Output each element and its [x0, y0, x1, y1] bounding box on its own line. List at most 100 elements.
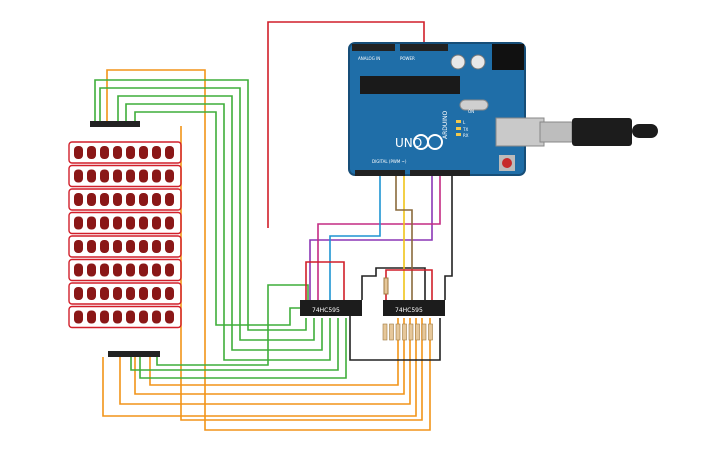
- resistor[interactable]: [389, 323, 394, 341]
- matrix-row-wire[interactable]: [68, 141, 182, 164]
- led[interactable]: [152, 169, 161, 183]
- led[interactable]: [74, 216, 83, 230]
- led[interactable]: [100, 193, 109, 206]
- reset-button[interactable]: [502, 158, 512, 168]
- led[interactable]: [113, 146, 122, 159]
- header-analog[interactable]: [352, 44, 395, 51]
- arduino-uno-board[interactable]: UNO ARDUINO POWER ANALOG IN DIGITAL (PWM…: [348, 42, 545, 176]
- wire-17[interactable]: [361, 267, 426, 300]
- shift-register-1[interactable]: 74HC595: [300, 300, 362, 316]
- wire-3[interactable]: [119, 318, 411, 405]
- led[interactable]: [113, 193, 122, 206]
- resistor[interactable]: [408, 323, 414, 341]
- wire-8[interactable]: [99, 87, 315, 341]
- usb-port[interactable]: [495, 117, 545, 147]
- led[interactable]: [165, 146, 174, 159]
- led[interactable]: [87, 263, 96, 277]
- led[interactable]: [87, 216, 96, 230]
- resistor[interactable]: [415, 323, 420, 341]
- matrix-row-wire[interactable]: [68, 164, 182, 188]
- led-matrix[interactable]: [68, 141, 182, 329]
- wire-20[interactable]: [329, 174, 381, 300]
- led[interactable]: [87, 240, 96, 253]
- led[interactable]: [139, 263, 148, 277]
- resistor[interactable]: [421, 323, 427, 341]
- led[interactable]: [165, 169, 174, 183]
- led[interactable]: [126, 146, 135, 159]
- led[interactable]: [87, 193, 96, 206]
- led[interactable]: [165, 193, 174, 206]
- resistor[interactable]: [402, 323, 407, 341]
- led[interactable]: [113, 287, 122, 300]
- led[interactable]: [74, 169, 83, 183]
- led[interactable]: [100, 240, 109, 253]
- led[interactable]: [139, 310, 148, 324]
- led[interactable]: [87, 169, 96, 183]
- led[interactable]: [74, 263, 83, 277]
- led[interactable]: [139, 240, 148, 253]
- matrix-header-top[interactable]: [90, 121, 140, 127]
- led[interactable]: [87, 146, 96, 159]
- led[interactable]: [126, 216, 135, 230]
- led[interactable]: [126, 310, 135, 324]
- led[interactable]: [165, 310, 174, 324]
- led[interactable]: [126, 263, 135, 277]
- led[interactable]: [139, 146, 148, 159]
- wire-4[interactable]: [134, 318, 405, 395]
- wire-1[interactable]: [106, 69, 431, 431]
- led[interactable]: [100, 146, 109, 159]
- matrix-row-wire[interactable]: [68, 235, 182, 258]
- matrix-row-wire[interactable]: [68, 211, 182, 235]
- led[interactable]: [152, 287, 161, 300]
- led[interactable]: [126, 240, 135, 253]
- matrix-row-wire[interactable]: [68, 258, 182, 282]
- led[interactable]: [165, 263, 174, 277]
- power-jack[interactable]: [492, 44, 524, 70]
- led[interactable]: [113, 263, 122, 277]
- resistor-array[interactable]: [382, 277, 433, 341]
- wire-10[interactable]: [125, 103, 331, 361]
- matrix-header-bottom[interactable]: [108, 351, 160, 357]
- led[interactable]: [87, 310, 96, 324]
- wire-19[interactable]: [317, 174, 441, 300]
- led[interactable]: [113, 169, 122, 183]
- wire-16[interactable]: [444, 174, 453, 300]
- resistor[interactable]: [428, 323, 433, 341]
- matrix-row-wire[interactable]: [68, 305, 182, 329]
- led[interactable]: [139, 216, 148, 230]
- led[interactable]: [152, 193, 161, 206]
- matrix-row-wire[interactable]: [68, 188, 182, 211]
- led[interactable]: [113, 240, 122, 253]
- led[interactable]: [165, 287, 174, 300]
- wire-14[interactable]: [134, 111, 300, 326]
- led[interactable]: [100, 216, 109, 230]
- wire-2[interactable]: [102, 318, 417, 417]
- led[interactable]: [74, 310, 83, 324]
- wire-12[interactable]: [139, 318, 347, 379]
- matrix-row-wire[interactable]: [68, 282, 182, 305]
- wire-18[interactable]: [309, 174, 433, 300]
- led[interactable]: [74, 146, 83, 159]
- led[interactable]: [74, 193, 83, 206]
- wire-9[interactable]: [117, 95, 323, 351]
- led[interactable]: [152, 146, 161, 159]
- resistor-top[interactable]: [383, 277, 389, 295]
- led[interactable]: [100, 169, 109, 183]
- header-power[interactable]: [400, 44, 448, 51]
- led[interactable]: [139, 193, 148, 206]
- led[interactable]: [74, 240, 83, 253]
- led[interactable]: [113, 216, 122, 230]
- resistor[interactable]: [382, 323, 388, 341]
- wire-11[interactable]: [130, 318, 339, 371]
- led[interactable]: [139, 169, 148, 183]
- led[interactable]: [87, 287, 96, 300]
- led[interactable]: [152, 240, 161, 253]
- led[interactable]: [126, 169, 135, 183]
- resistor[interactable]: [395, 323, 401, 341]
- shift-register-2[interactable]: 74HC595: [383, 300, 445, 316]
- usb-cable[interactable]: [539, 118, 658, 146]
- led[interactable]: [165, 216, 174, 230]
- led[interactable]: [165, 240, 174, 253]
- wire-22[interactable]: [395, 174, 413, 300]
